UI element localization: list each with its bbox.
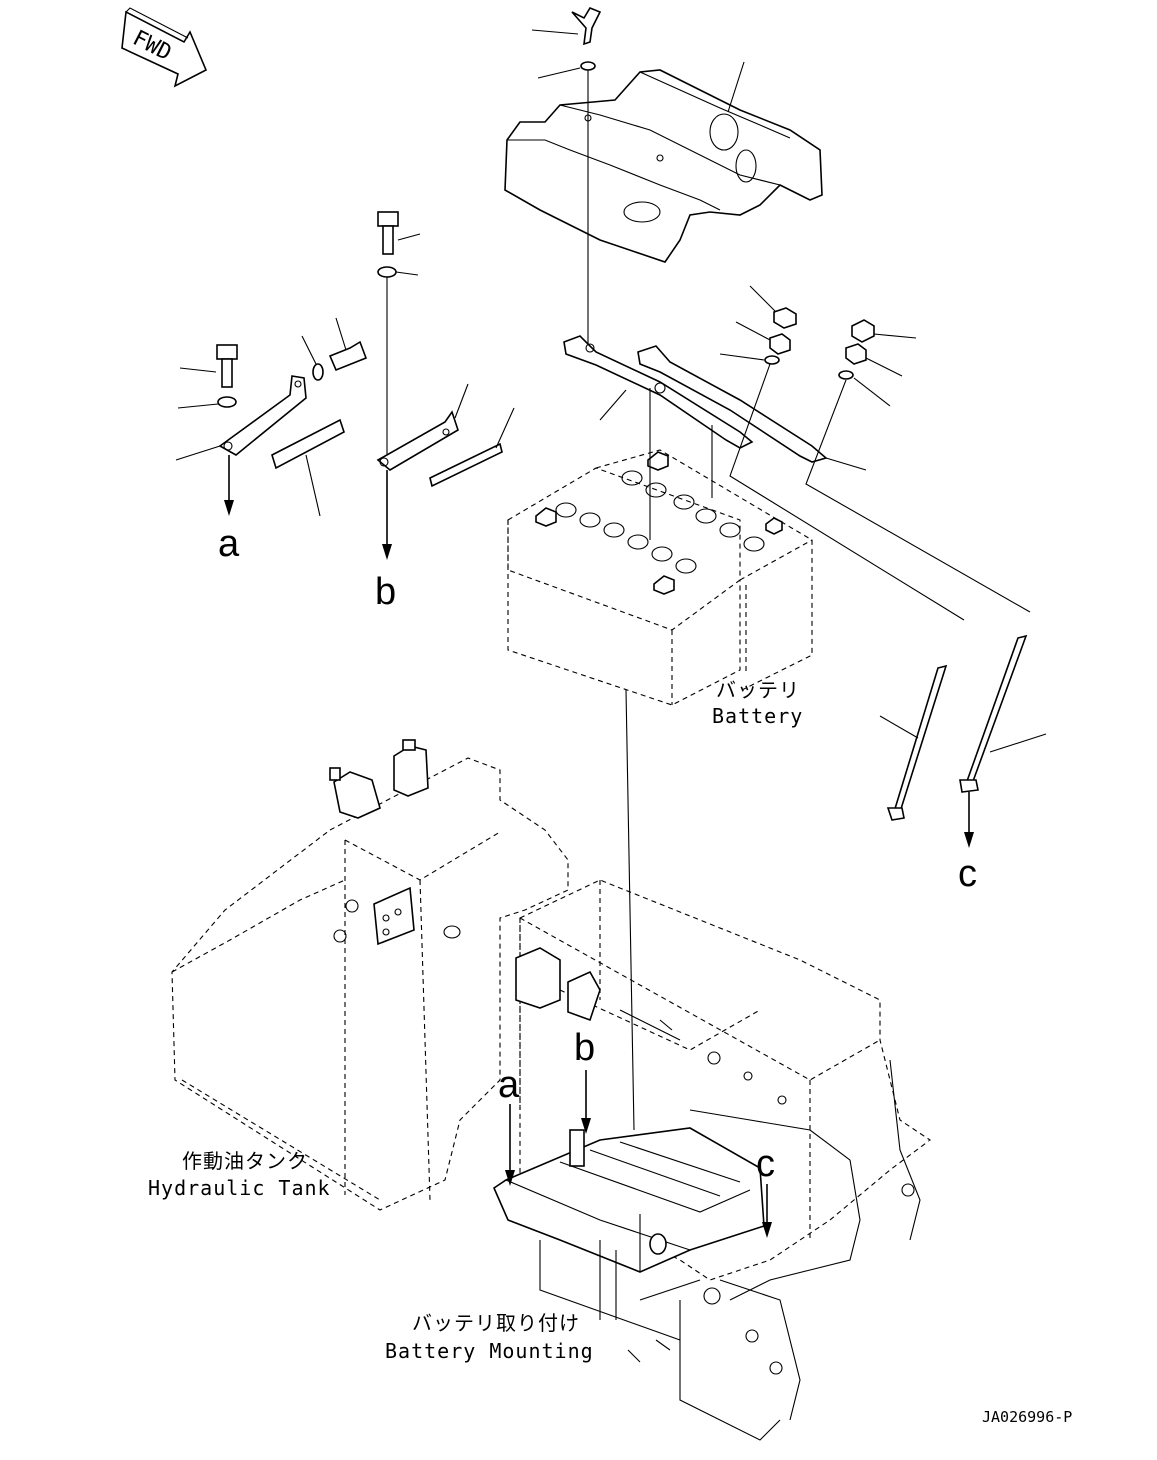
ref-letter-c-top: c [958, 853, 977, 895]
nut-3 [851, 319, 917, 343]
ref-letter-a: a [218, 523, 240, 565]
ref-letter-c-bottom: c [756, 1143, 775, 1185]
ref-letter-b-bottom: b [574, 1027, 595, 1069]
bolt-b [377, 211, 421, 255]
fwd-arrow-icon: FWD [121, 7, 208, 88]
bracket-a [175, 375, 307, 461]
ref-letter-a-bottom: a [498, 1064, 520, 1106]
wing-bolt [531, 7, 602, 46]
hold-down-bar-right [637, 345, 867, 471]
washer-a [177, 396, 237, 409]
battery-mounting-frame [492, 879, 931, 1441]
mount-label-jp: バッテリ取り付け [412, 1311, 580, 1335]
pad-b [429, 407, 515, 488]
tank-label-jp: 作動油タンク [182, 1149, 308, 1173]
battery-label-en: Battery [712, 704, 803, 728]
bolt-side [301, 317, 368, 381]
hold-down-bar-left [563, 335, 754, 449]
mount-label-en: Battery Mounting [385, 1339, 594, 1363]
battery-label-jp: バッテリ [716, 678, 800, 702]
bolt-a [179, 344, 238, 388]
j-bolt-left [879, 664, 948, 821]
washer-b [377, 266, 419, 278]
hydraulic-tank [171, 739, 569, 1211]
washer-3 [719, 353, 780, 365]
ref-letter-b: b [375, 571, 396, 613]
battery [507, 388, 813, 706]
pad-a [271, 418, 345, 517]
washer-top [537, 61, 596, 79]
drawing-code: JA026996-P [982, 1408, 1072, 1426]
washer-4 [838, 370, 891, 407]
fwd-label: FWD [129, 26, 176, 66]
j-bolt-right [959, 634, 1047, 793]
battery-cover [504, 61, 823, 263]
nut-4 [845, 343, 903, 377]
tank-label-en: Hydraulic Tank [148, 1176, 331, 1200]
nut-2 [735, 321, 791, 355]
bracket-b [376, 383, 469, 471]
nut-1 [749, 285, 797, 329]
